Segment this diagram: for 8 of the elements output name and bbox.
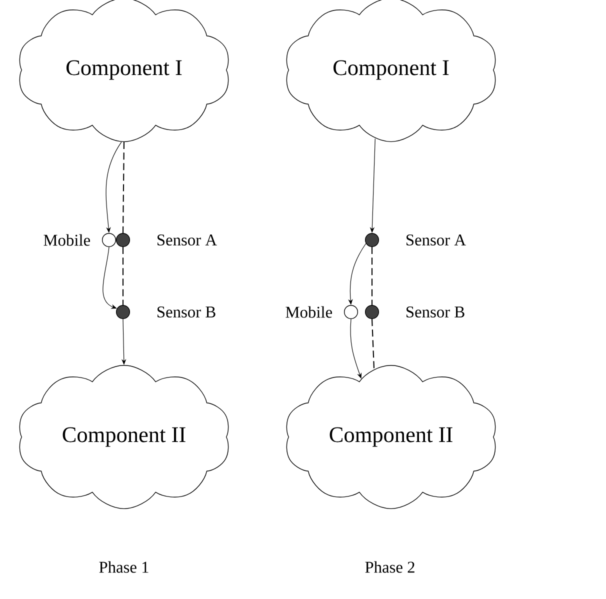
phase-label: Phase 1 — [99, 561, 148, 573]
node-label: Mobile — [44, 234, 90, 246]
phase-label: Phase 2 — [365, 561, 414, 573]
node-label: Sensor B — [406, 306, 464, 318]
node-label: Sensor A — [406, 234, 466, 246]
node-label: Mobile — [286, 306, 332, 318]
node-label: Sensor A — [158, 234, 217, 246]
node-label: Sensor B — [158, 306, 216, 318]
